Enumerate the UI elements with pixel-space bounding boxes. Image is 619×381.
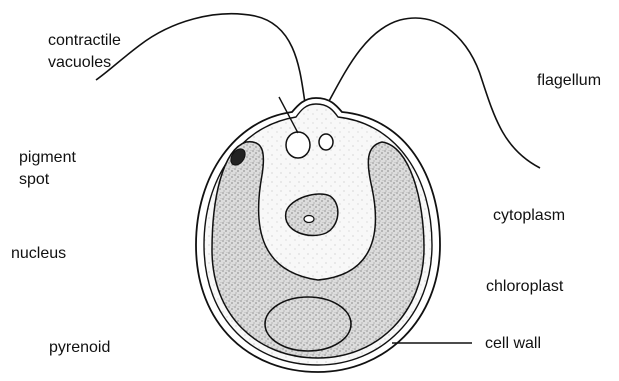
label-cell-wall: cell wall [485, 333, 541, 355]
pyrenoid-shape [265, 297, 351, 351]
label-contractile-vacuoles-line1: contractile [48, 30, 121, 52]
label-flagellum: flagellum [537, 70, 601, 92]
label-pigment-spot-line1: pigment [19, 147, 76, 169]
label-pyrenoid: pyrenoid [49, 337, 110, 359]
contractile-vacuole-1 [286, 132, 310, 158]
contractile-vacuole-2 [319, 134, 333, 150]
label-pigment-spot: pigment spot [19, 147, 76, 191]
label-pigment-spot-line2: spot [19, 169, 76, 191]
label-cytoplasm: cytoplasm [493, 205, 565, 227]
nucleolus-shape [304, 216, 314, 223]
label-contractile-vacuoles-line2: vacuoles [48, 52, 121, 74]
flagellum-left [96, 14, 305, 103]
label-chloroplast: chloroplast [486, 276, 563, 298]
label-contractile-vacuoles: contractile vacuoles [48, 30, 121, 74]
label-nucleus: nucleus [11, 243, 66, 265]
